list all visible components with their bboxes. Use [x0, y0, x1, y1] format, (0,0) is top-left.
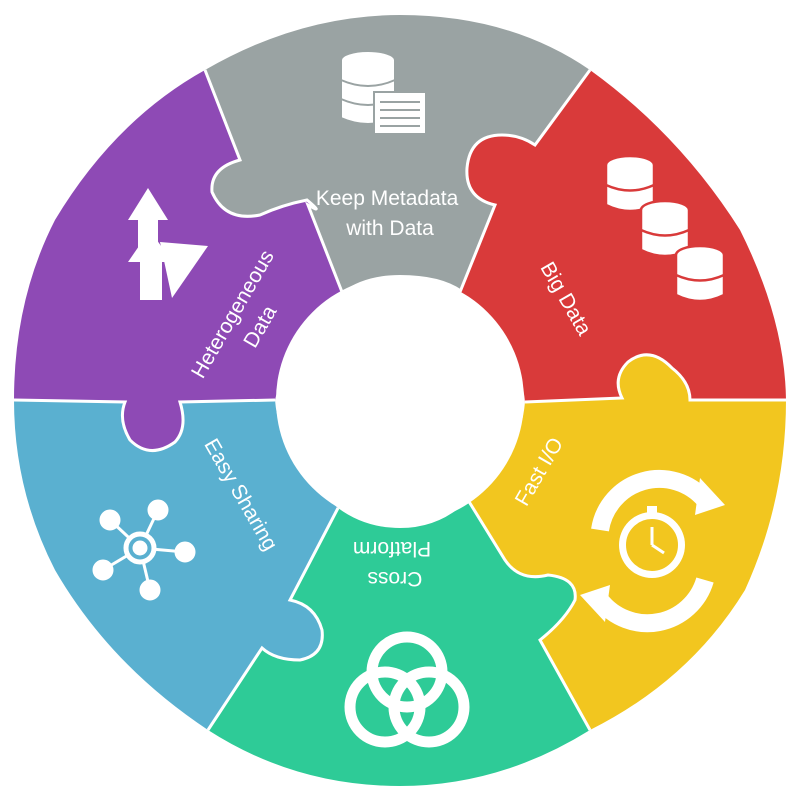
segment-fastio: Fast I/O [468, 354, 786, 730]
network-icon [92, 499, 196, 601]
segment-metadata: Keep Metadata with Data [205, 15, 590, 292]
triquetra-icon [344, 631, 470, 748]
database-stack-icon [604, 154, 726, 303]
segment-crossplatform-line1: Cross [368, 567, 423, 590]
segment-metadata-label: Keep Metadata with Data [316, 187, 464, 240]
segment-sharing-shape [14, 400, 338, 730]
segment-heterogeneous: Heterogeneous Data [14, 70, 342, 451]
segment-crossplatform: Cross Platform [208, 500, 590, 786]
segment-sharing: Easy Sharing [14, 400, 338, 730]
segment-metadata-shape [205, 15, 590, 292]
stopwatch-cycle-icon [580, 469, 725, 633]
arrows-up-icon [128, 188, 208, 300]
center-hole [276, 276, 524, 524]
segment-bigdata: Big Data [460, 70, 786, 402]
segment-bigdata-shape [460, 70, 786, 402]
puzzle-seams [13, 69, 786, 731]
segment-crossplatform-label: Cross Platform [353, 537, 431, 590]
segment-crossplatform-line2: Platform [353, 537, 431, 560]
segment-metadata-line1: Keep Metadata [316, 187, 459, 210]
database-document-icon [340, 50, 427, 135]
segment-metadata-line2: with Data [345, 217, 434, 240]
